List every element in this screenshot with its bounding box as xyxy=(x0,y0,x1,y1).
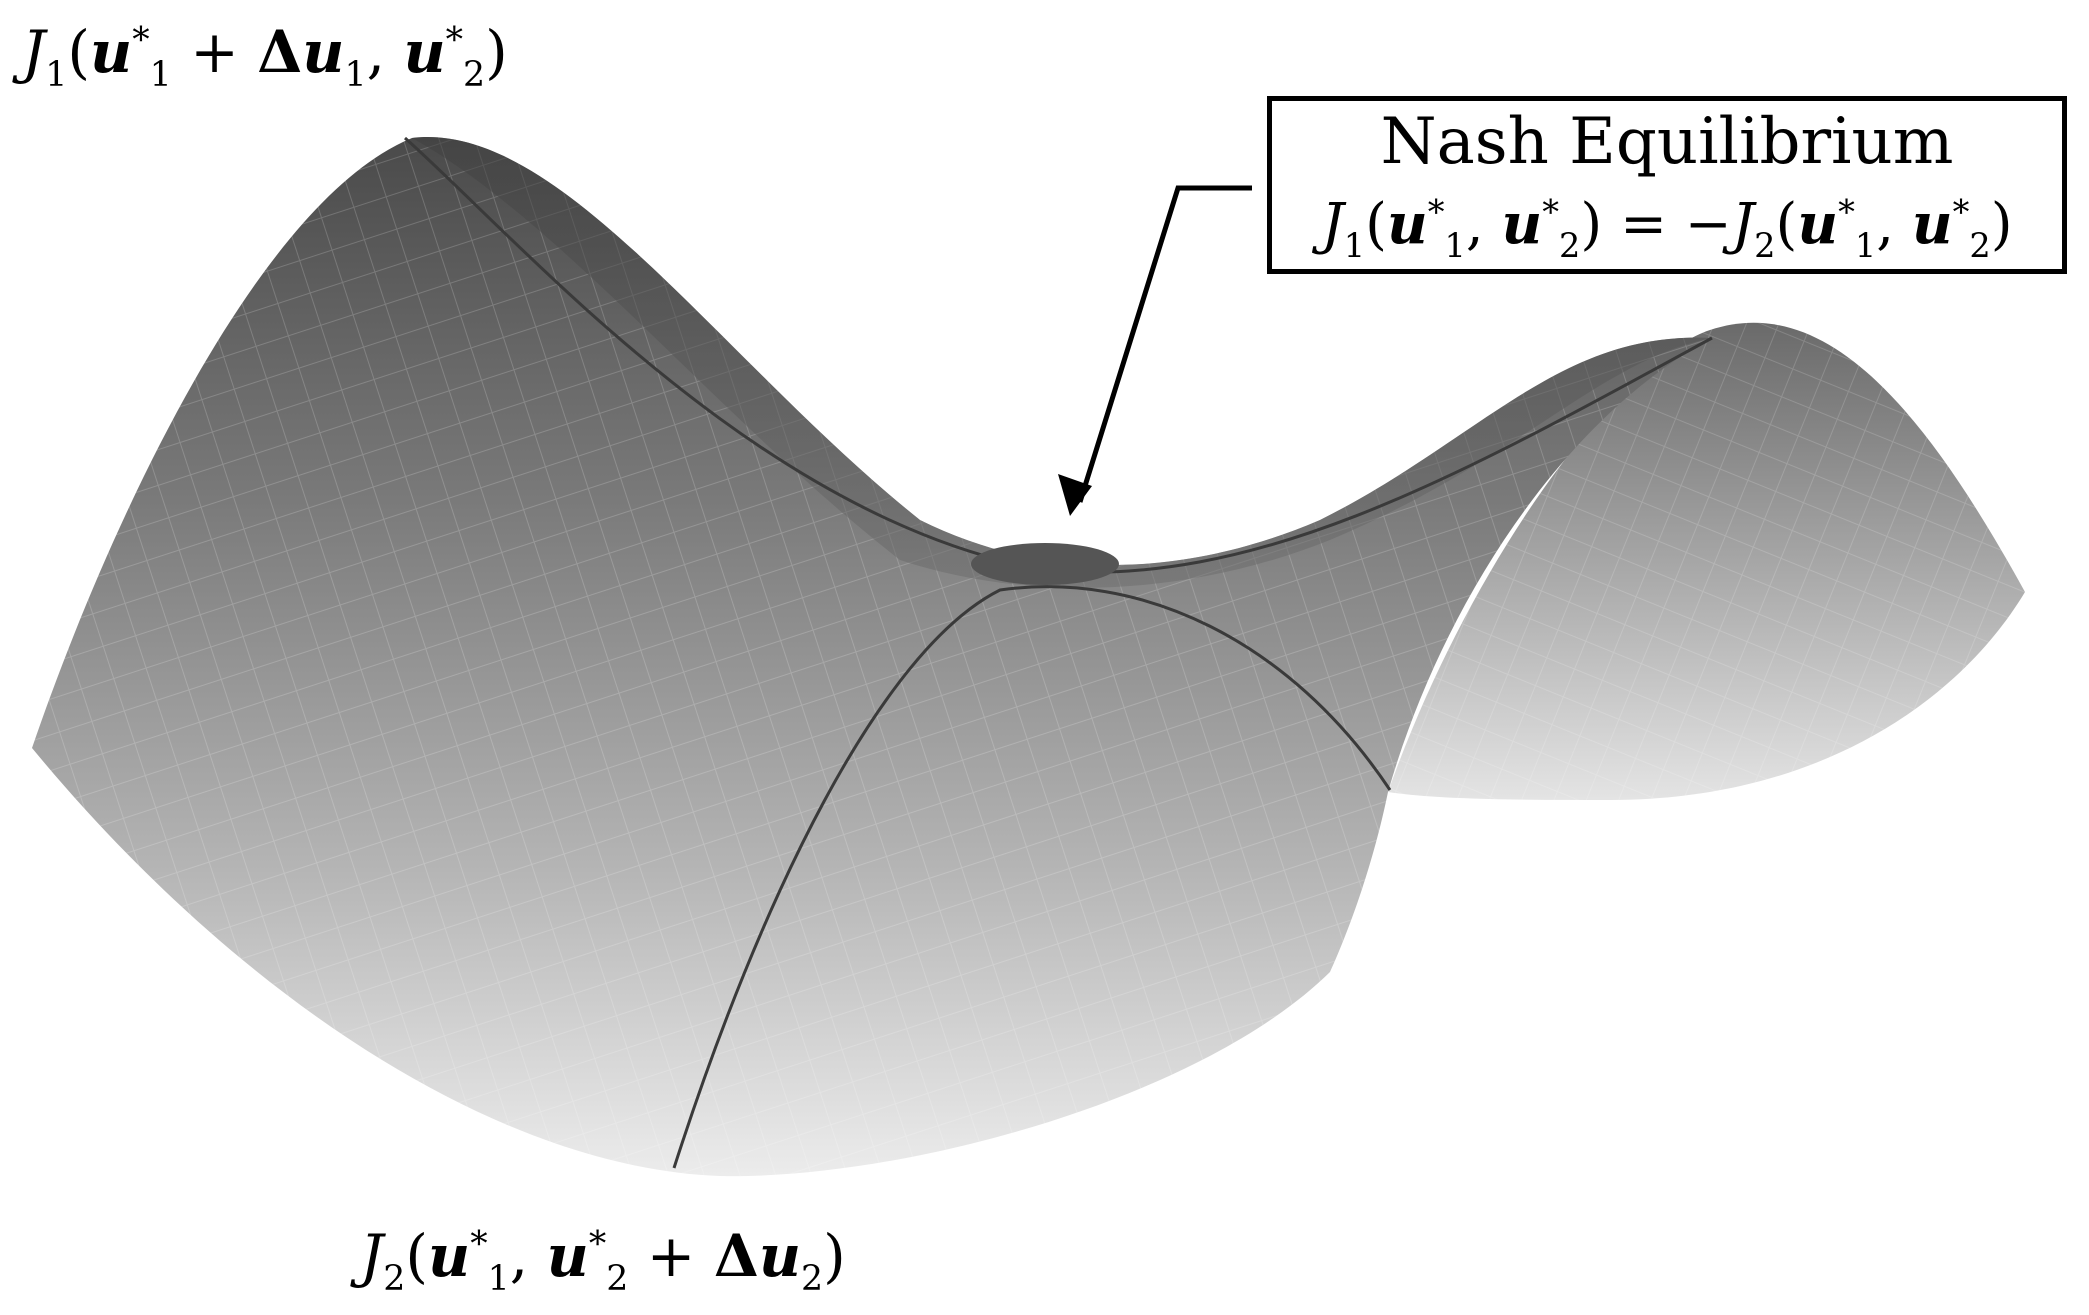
surface-top-band xyxy=(412,137,1712,588)
nash-equilibrium-callout: Nash Equilibrium J1(u*1, u*2) = −J2(u*1,… xyxy=(1267,96,2067,274)
label-player1-perturbation: J1(u*1 + Δu1, u*2) xyxy=(22,18,508,96)
equilibrium-point-marker xyxy=(971,543,1119,585)
curve-player2 xyxy=(672,585,1392,1169)
label-player2-perturbation: J2(u*1, u*2 + Δu2) xyxy=(360,1222,846,1300)
callout-equation: J1(u*1, u*2) = −J2(u*1, u*2) xyxy=(1321,191,2013,265)
arrow-icon xyxy=(1058,474,1092,516)
callout-title: Nash Equilibrium xyxy=(1380,105,1954,179)
callout-leader-line xyxy=(1077,185,1252,503)
